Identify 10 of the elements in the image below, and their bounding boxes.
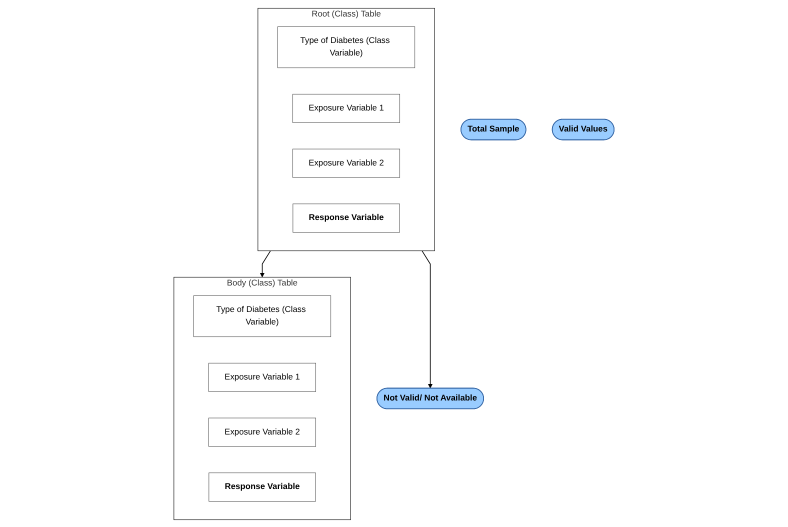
node-box: Response Variable — [292, 203, 400, 232]
node-box: Exposure Variable 1 — [292, 93, 400, 122]
node-box: Exposure Variable 1 — [208, 362, 316, 392]
node-box: Type of Diabetes (Class Variable) — [277, 26, 416, 68]
node-box: Exposure Variable 2 — [208, 417, 316, 446]
node-box: Type of Diabetes (Class Variable) — [193, 294, 332, 337]
arrow — [422, 250, 433, 388]
node-box: Exposure Variable 2 — [292, 148, 400, 178]
node-box: Response Variable — [208, 472, 316, 502]
arrow — [260, 250, 271, 277]
